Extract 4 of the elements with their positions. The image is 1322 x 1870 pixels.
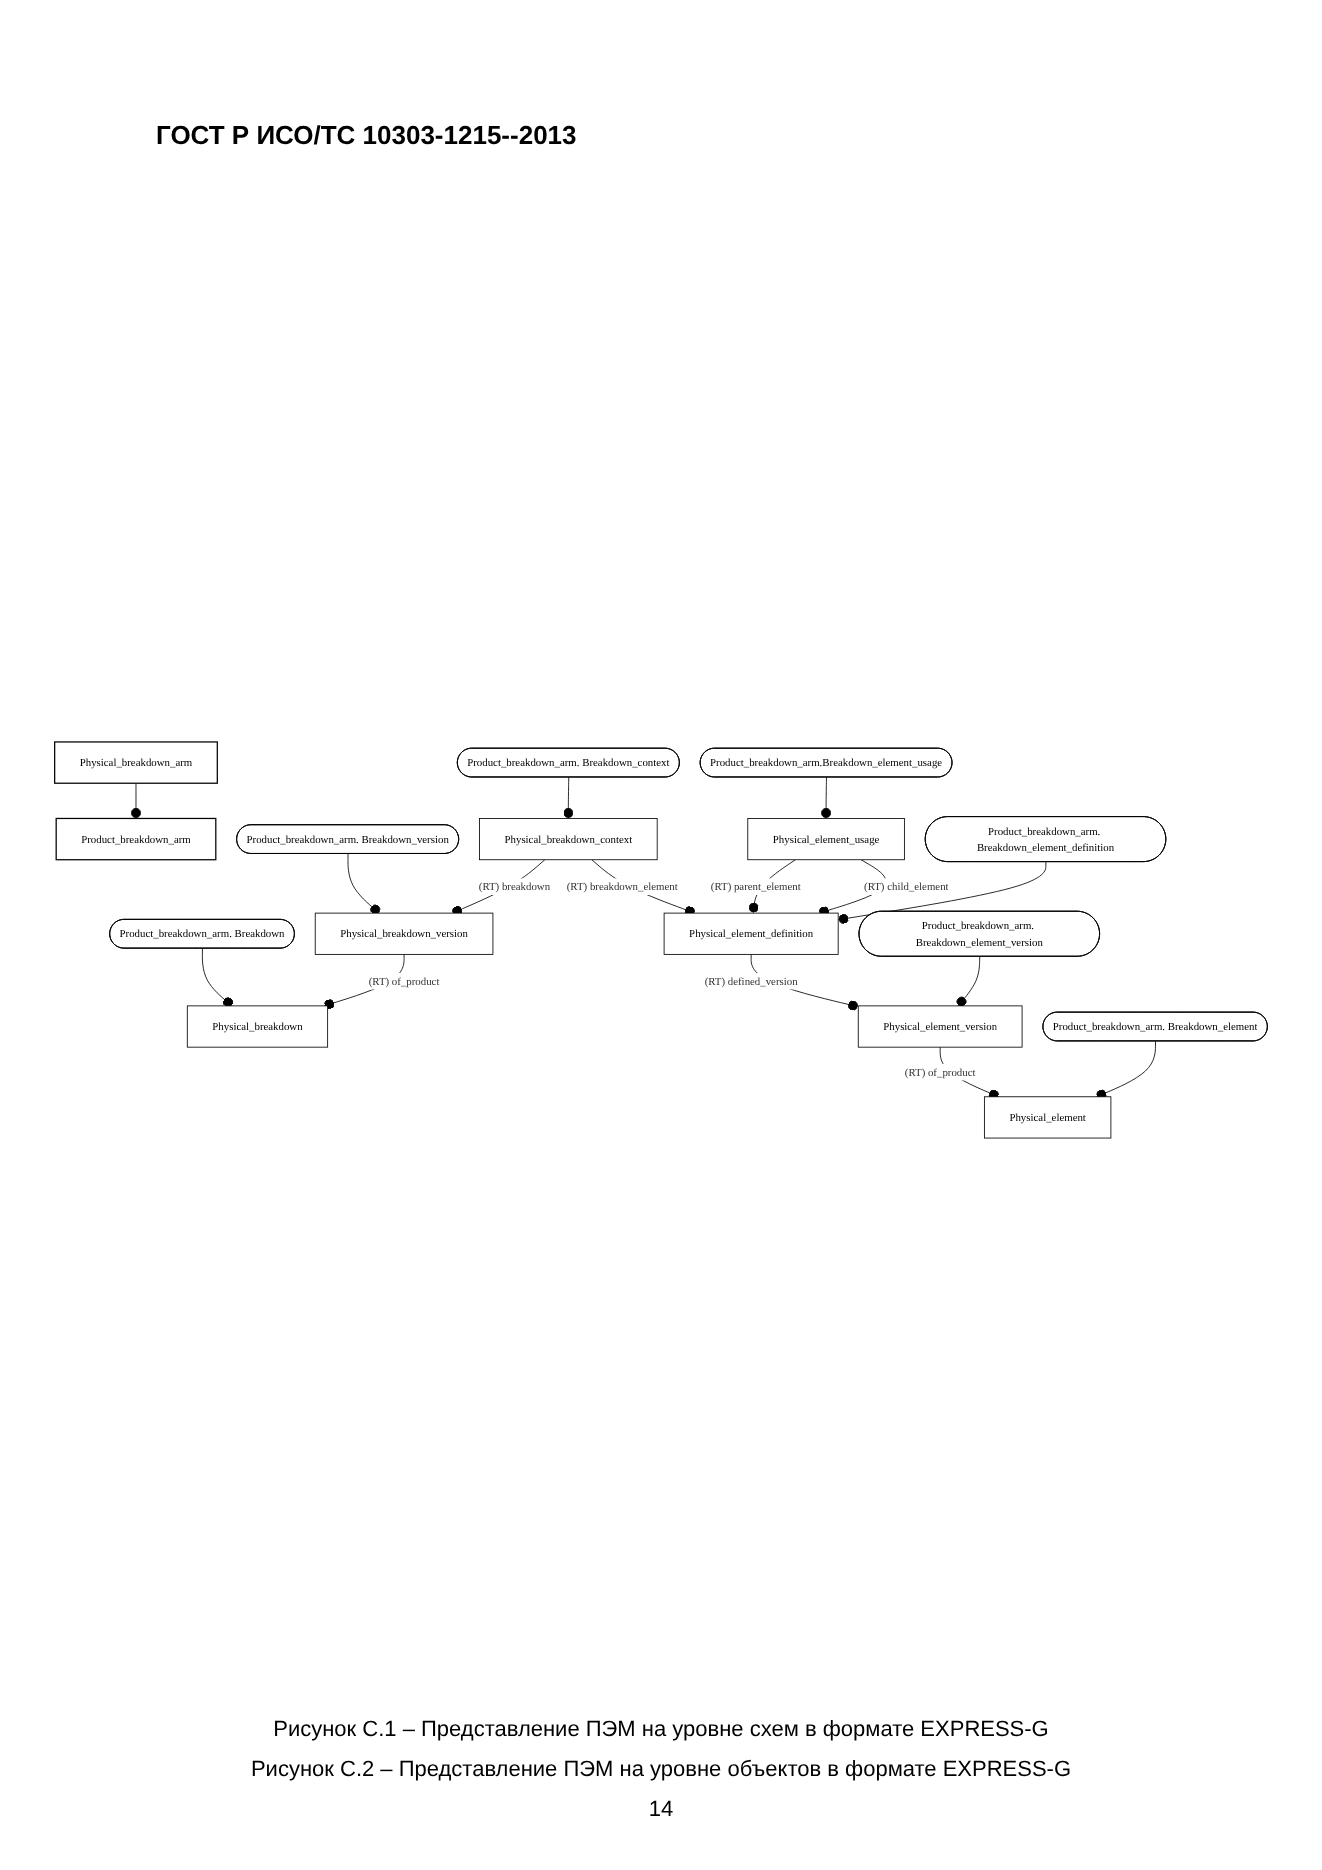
figure-caption: Рисунок С.2 – Представление ПЭМ на уровне объектов в формате EXPRESS-G (250, 1758, 1072, 1782)
page-number: 14 (648, 1798, 674, 1822)
figure-caption: Рисунок С.1 – Представление ПЭМ на уровне схем в формате EXPRESS-G (273, 1718, 1049, 1742)
document-header: ГОСТ Р ИСО/ТС 10303-1215--2013 (156, 120, 577, 150)
